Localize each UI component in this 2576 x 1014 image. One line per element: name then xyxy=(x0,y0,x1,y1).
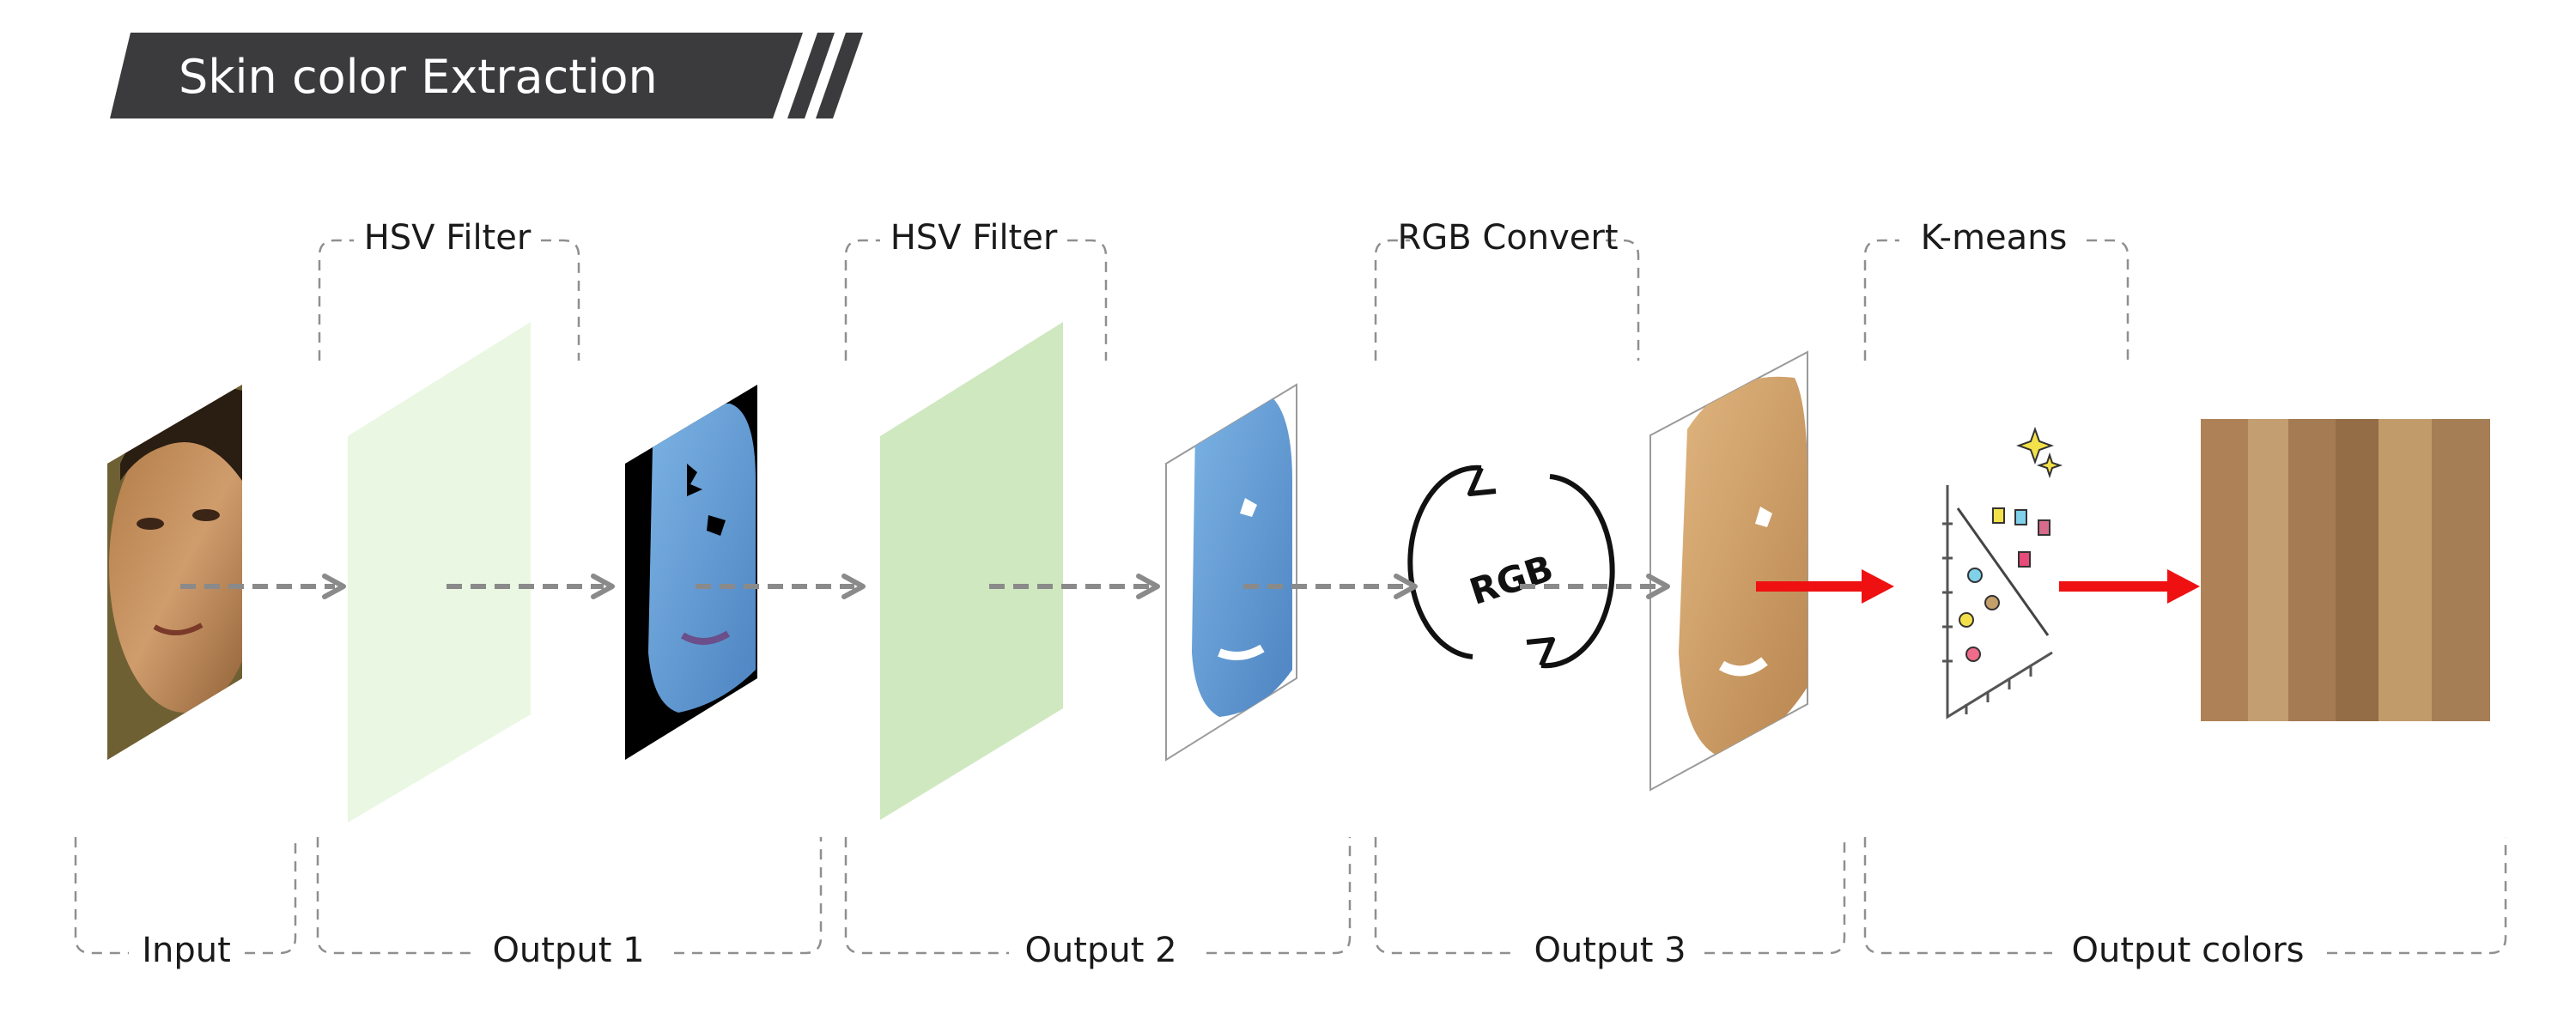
output-label-output3: Output 3 xyxy=(1534,931,1686,970)
palette-swatch-6 xyxy=(2432,419,2490,721)
bracket-top-hsv1 xyxy=(318,239,580,361)
output1-image xyxy=(625,385,757,760)
step-label-hsv-filter-2: HSV Filter xyxy=(890,218,1058,258)
flow-arrow-4 xyxy=(989,574,1160,599)
output-label-output2: Output 2 xyxy=(1024,931,1176,970)
red-arrow-to-kmeans xyxy=(1756,569,1894,604)
red-arrow-to-colors xyxy=(2059,569,2200,604)
bracket-top-kmeans xyxy=(1863,239,2129,361)
header-banner: Skin color Extraction xyxy=(110,33,863,118)
rotate-arrows-icon xyxy=(1540,474,1615,669)
header-stripe-1 xyxy=(787,33,835,118)
output-label-output-colors: Output colors xyxy=(2072,931,2305,970)
rgb-convert-icon: RGB xyxy=(1407,464,1615,669)
palette-swatch-1 xyxy=(2201,419,2248,721)
header-background xyxy=(110,33,803,118)
flow-arrow-6 xyxy=(1520,574,1670,599)
flow-arrow-2 xyxy=(447,574,615,599)
bracket-bottom-input xyxy=(74,837,297,955)
hsv-filter-panel-2 xyxy=(880,322,1063,820)
bracket-bottom-output-colors xyxy=(1863,837,2507,955)
header-title: Skin color Extraction xyxy=(179,50,658,104)
output2-image xyxy=(1165,383,1297,762)
bracket-bottom-output1 xyxy=(316,837,823,955)
flow-arrow-3 xyxy=(696,574,866,599)
bracket-top-hsv2 xyxy=(844,239,1108,361)
step-label-kmeans: K-means xyxy=(1921,218,2068,258)
header-stripe-2 xyxy=(816,33,863,118)
step-label-hsv-filter-1: HSV Filter xyxy=(364,218,532,258)
output-color-palette xyxy=(2201,419,2490,721)
palette-swatch-5 xyxy=(2379,419,2432,721)
output-label-output1: Output 1 xyxy=(492,931,644,970)
step-label-rgb-convert: RGB Convert xyxy=(1397,218,1618,258)
flow-arrow-5 xyxy=(1243,574,1418,599)
palette-swatch-4 xyxy=(2336,419,2379,721)
bracket-top-rgb xyxy=(1374,239,1640,361)
rgb-icon-text: RGB xyxy=(1465,547,1558,613)
scatter-plot-icon xyxy=(1942,427,2063,720)
hsv-filter-panel-1 xyxy=(348,322,531,823)
palette-swatch-3 xyxy=(2288,419,2336,721)
flow-arrow-1 xyxy=(180,574,346,599)
palette-swatch-2 xyxy=(2248,419,2288,721)
bracket-bottom-output3 xyxy=(1374,837,1846,955)
input-face-image xyxy=(107,385,242,760)
output3-image xyxy=(1649,350,1808,792)
output-label-input: Input xyxy=(142,931,231,970)
bracket-bottom-output2 xyxy=(844,837,1352,955)
